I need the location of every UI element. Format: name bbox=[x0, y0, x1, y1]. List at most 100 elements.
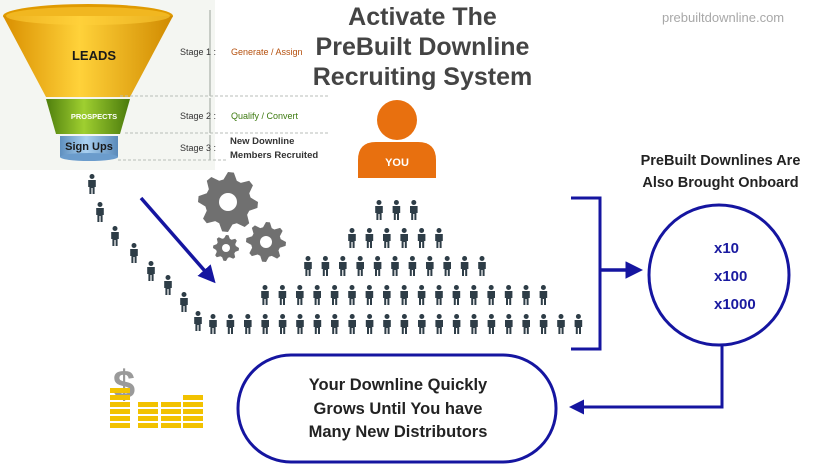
pyramid-person-icon bbox=[505, 314, 513, 334]
funnel-signups-segment bbox=[60, 136, 118, 157]
pyramid-person-icon bbox=[365, 314, 374, 334]
pyramid-person-icon bbox=[313, 314, 322, 334]
pyramid-person-icon bbox=[330, 285, 339, 305]
growth-message-pill bbox=[236, 353, 558, 464]
chain-person-icon bbox=[96, 202, 104, 222]
money-bar bbox=[161, 402, 181, 407]
pyramid-bracket bbox=[571, 196, 602, 351]
pyramid-person-icon bbox=[522, 314, 530, 334]
pyramid-person-icon bbox=[418, 314, 426, 334]
you-person-icon: YOU bbox=[358, 100, 436, 178]
pyramid-person-icon bbox=[504, 285, 513, 305]
funnel-prospects-segment bbox=[46, 99, 130, 134]
pyramid-person-icon bbox=[348, 285, 356, 305]
pyramid-person-icon bbox=[296, 285, 304, 305]
also-onboard-text: PreBuilt Downlines Are Also Brought Onbo… bbox=[608, 150, 827, 194]
chain-person-icon bbox=[194, 311, 202, 331]
growth-message-text: Your Downline Quickly Grows Until You ha… bbox=[268, 374, 528, 445]
pyramid-person-icon bbox=[373, 256, 382, 276]
pyramid-person-icon bbox=[339, 256, 347, 276]
pyramid-person-icon bbox=[244, 314, 252, 334]
sales-funnel bbox=[0, 0, 330, 170]
pyramid-person-icon bbox=[487, 285, 495, 305]
multiplier-x100: x100 bbox=[714, 268, 748, 285]
website-watermark: prebuiltdownline.com bbox=[662, 10, 785, 25]
money-bar bbox=[110, 388, 130, 393]
pyramid-person-icon bbox=[383, 228, 391, 248]
dollar-bars-icon: $ bbox=[110, 363, 203, 428]
money-bar bbox=[138, 409, 158, 414]
money-bar bbox=[161, 409, 181, 414]
pyramid-person-icon bbox=[452, 285, 461, 305]
money-bar bbox=[110, 416, 130, 421]
stage-3-label: Stage 3 : bbox=[180, 143, 217, 153]
pyramid-person-icon bbox=[487, 314, 496, 334]
pyramid-person-icon bbox=[278, 314, 287, 334]
pyramid-person-icon bbox=[296, 314, 304, 334]
pyramid-person-icon bbox=[539, 314, 548, 334]
pyramid-person-icon bbox=[470, 314, 478, 334]
pyramid-person-icon bbox=[348, 228, 356, 248]
chain-person-icon bbox=[147, 261, 155, 281]
chain-person-icon bbox=[130, 243, 138, 263]
title-line3: Recruiting System bbox=[312, 63, 533, 91]
pyramid-person-icon bbox=[478, 256, 486, 276]
pyramid-person-icon bbox=[417, 285, 426, 305]
pyramid-person-icon bbox=[331, 314, 339, 334]
pyramid-person-icon bbox=[348, 314, 356, 334]
pyramid-person-icon bbox=[383, 285, 391, 305]
pyramid-person-icon bbox=[209, 314, 217, 334]
pyramid-person-icon bbox=[313, 285, 321, 305]
multiplier-x10: x10 bbox=[714, 240, 740, 257]
pyramid-person-icon bbox=[410, 200, 418, 220]
chain-person-icon bbox=[164, 275, 172, 295]
funnel-prospects-label: PROSPECTS bbox=[70, 112, 118, 121]
you-label: YOU bbox=[385, 157, 409, 169]
money-bar bbox=[183, 416, 203, 421]
stage-2-description: Qualify / Convert bbox=[231, 111, 299, 121]
pyramid-person-icon bbox=[278, 285, 287, 305]
chain-person-icon bbox=[88, 174, 96, 194]
pyramid-person-icon bbox=[226, 314, 235, 334]
stage-1-description: Generate / Assign bbox=[231, 47, 303, 57]
stage-3-description-line2: Members Recruited bbox=[230, 150, 319, 161]
chain-person-icon bbox=[180, 292, 188, 312]
title-line2: PreBuilt Downline bbox=[315, 33, 530, 61]
pyramid-person-icon bbox=[365, 285, 374, 305]
pyramid-person-icon bbox=[383, 314, 391, 334]
money-bar bbox=[110, 395, 130, 400]
pyramid-person-icon bbox=[443, 256, 451, 276]
pyramid-person-icon bbox=[392, 200, 401, 220]
pyramid-person-icon bbox=[574, 314, 583, 334]
pyramid-person-icon bbox=[435, 285, 443, 305]
title-line1: Activate The bbox=[348, 3, 497, 31]
money-bar bbox=[138, 416, 158, 421]
pyramid-person-icon bbox=[417, 228, 426, 248]
money-bar bbox=[161, 416, 181, 421]
pyramid-person-icon bbox=[408, 256, 417, 276]
pyramid-person-icon bbox=[356, 256, 364, 276]
pyramid-person-icon bbox=[400, 285, 408, 305]
pyramid-person-icon bbox=[365, 228, 374, 248]
pyramid-person-icon bbox=[400, 314, 409, 334]
money-bar bbox=[110, 402, 130, 407]
pyramid-person-icon bbox=[321, 256, 330, 276]
pyramid-person-icon bbox=[470, 285, 478, 305]
funnel-leads-segment bbox=[3, 16, 173, 97]
pyramid-person-icon bbox=[426, 256, 434, 276]
money-bar bbox=[138, 423, 158, 428]
pyramid-person-icon bbox=[452, 314, 461, 334]
pyramid-person-icon bbox=[400, 228, 408, 248]
pyramid-person-icon bbox=[435, 314, 443, 334]
pyramid-person-icon bbox=[557, 314, 565, 334]
money-bar bbox=[138, 402, 158, 407]
funnel-leads-label: LEADS bbox=[71, 48, 117, 63]
stage-3-description: New Downline Members Recruited bbox=[230, 135, 318, 163]
stage-3-description-line1: New Downline bbox=[230, 136, 295, 147]
pyramid-person-icon bbox=[304, 256, 312, 276]
stage-2-label: Stage 2 : bbox=[180, 111, 217, 121]
growth-message-line1: Your Downline Quickly bbox=[308, 376, 488, 394]
stage-1-label: Stage 1 : bbox=[180, 47, 217, 57]
